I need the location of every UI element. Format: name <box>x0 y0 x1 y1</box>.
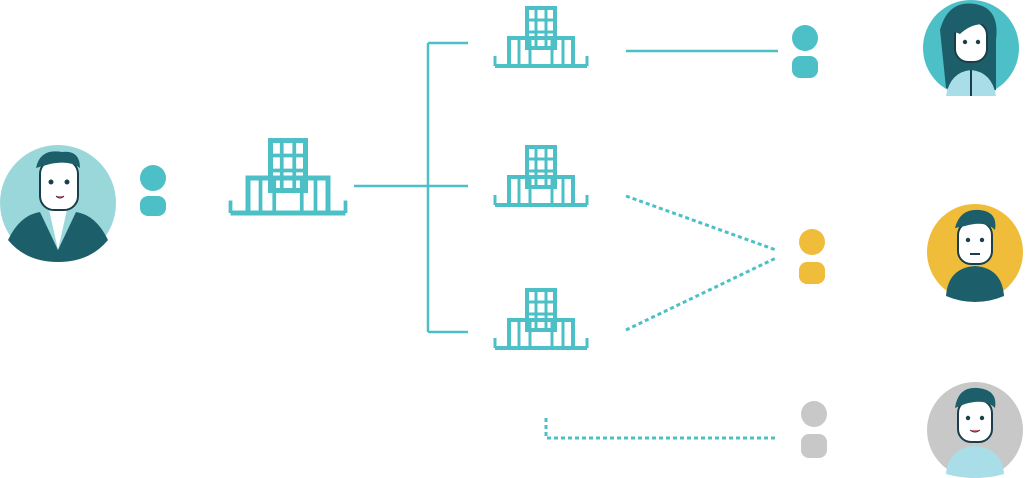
dashed-link-upper <box>625 194 777 252</box>
man-avatar-grey <box>927 382 1023 478</box>
subsidiary-1-buildings-icon <box>493 6 589 68</box>
parent-company-buildings-icon <box>231 141 346 214</box>
person-icon-yellow <box>799 229 825 284</box>
owner-person-icon <box>140 165 166 216</box>
subsidiary-3-buildings-icon <box>493 288 589 350</box>
subsidiary-2-buildings-icon <box>493 145 589 207</box>
man-avatar-yellow <box>927 204 1023 302</box>
owner-avatar <box>0 145 116 262</box>
woman-avatar <box>923 0 1019 96</box>
person-icon-grey <box>801 401 827 458</box>
dashed-link-grey <box>544 418 776 440</box>
parent-subsidiary-connector <box>354 41 468 334</box>
person-icon-teal <box>792 25 818 78</box>
dashed-link-lower <box>625 256 777 332</box>
